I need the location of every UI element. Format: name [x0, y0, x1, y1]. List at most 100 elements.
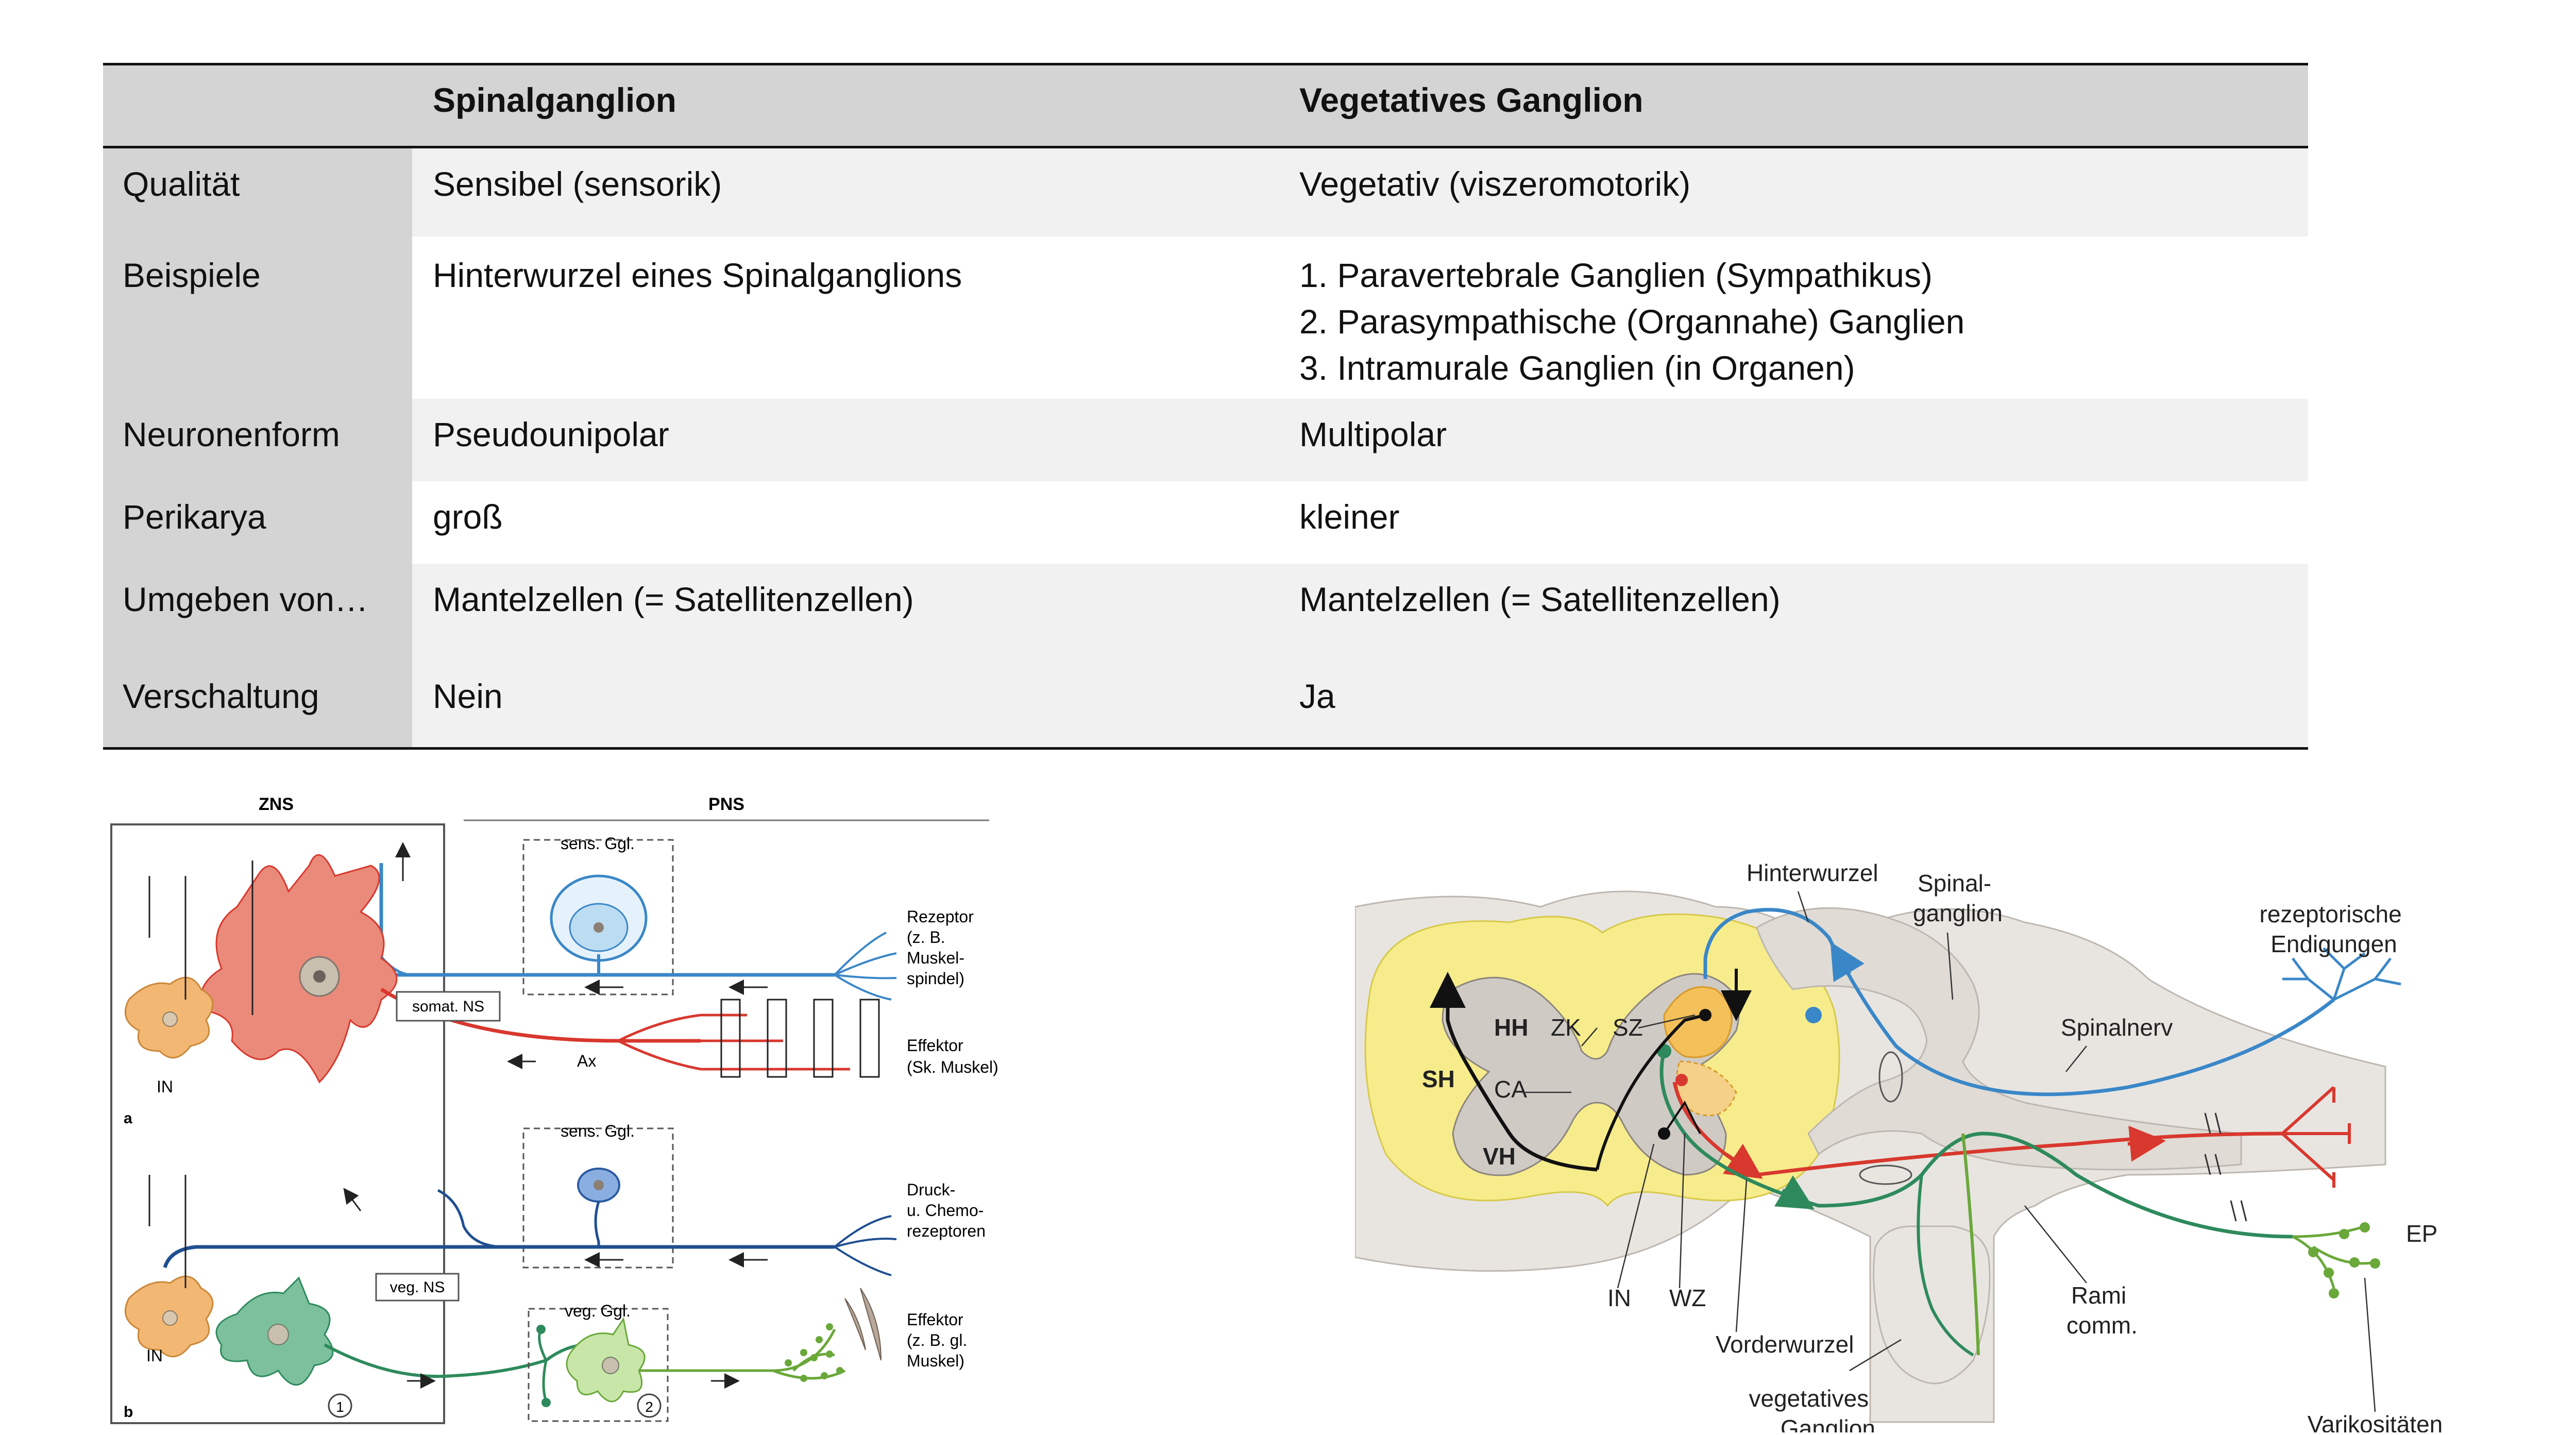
ca-label: CA — [1494, 1076, 1527, 1103]
cell-spinal: Sensibel (sensorik) — [412, 148, 1279, 237]
varikositaeten-label: Varikositäten — [2308, 1411, 2443, 1432]
header-vegetatives-ganglion: Vegetatives Ganglion — [1279, 65, 2308, 146]
somat-ns-box — [396, 991, 501, 1022]
sensory-soma — [1805, 1007, 1822, 1023]
druck-label: Druck- u. Chemo- rezeptoren — [907, 1180, 988, 1240]
number-2-badge — [637, 1393, 662, 1418]
sens-ggl-label-a: sens. Ggl. — [561, 834, 635, 853]
receptor-endings — [2282, 947, 2401, 1001]
panel-a-label: a — [124, 1110, 132, 1127]
sensory-pathway — [1703, 908, 2335, 1096]
wz-label: WZ — [1669, 1285, 1706, 1311]
rami-communicantes-ring — [1859, 1164, 1912, 1185]
in-label-a: IN — [157, 1077, 173, 1096]
header-empty — [103, 65, 412, 146]
number-1: 1 — [336, 1399, 344, 1415]
sz-label: SZ — [1613, 1014, 1643, 1041]
smooth-muscle-cells — [844, 1288, 882, 1361]
vh-label: VH — [1483, 1143, 1516, 1170]
vegetative-pathway — [1659, 1051, 2293, 1239]
cell-spinal: groß — [412, 481, 1279, 564]
zns-label: ZNS — [259, 795, 294, 814]
motor-arrow — [1722, 1143, 1763, 1179]
vegetative-arrow — [1774, 1175, 1815, 1210]
row-label: Perikarya — [103, 481, 412, 564]
nucleus — [594, 922, 604, 933]
row-label: Qualität — [103, 148, 412, 237]
motor-neuron-soma — [199, 854, 398, 1084]
figure-somatic-vegetative: ZNS PNS sens. Ggl. Rezeptor (z. B. Muske… — [103, 773, 1025, 1427]
cell-spinal: Pseudounipolar — [412, 399, 1279, 481]
nucleus — [594, 1180, 604, 1190]
stem-axon-b — [594, 1201, 600, 1247]
varicosities-left — [785, 1323, 843, 1382]
motor-arrow — [2127, 1125, 2166, 1162]
table-row: Verschaltung Nein Ja — [103, 646, 2308, 747]
postganglionic-axon — [639, 1328, 846, 1380]
table-row: Beispiele Hinterwurzel eines Spinalgangl… — [103, 237, 2308, 399]
spinal-ganglion-root — [1756, 907, 2242, 1171]
nucleus — [602, 1357, 619, 1374]
spinal-cord-cross-section: Hinterwurzel Spinal- ganglion rezeptoris… — [1354, 859, 2443, 1435]
interneuron-path — [1596, 1014, 1706, 1170]
hinterwurzel-label: Hinterwurzel — [1747, 859, 1878, 886]
varicosities — [2308, 1222, 2380, 1298]
pns-label: PNS — [708, 795, 744, 814]
header-spinalganglion: Spinalganglion — [412, 65, 1279, 146]
leader-lines — [1525, 891, 2376, 1412]
sens-ggl-box-b — [522, 1127, 674, 1269]
zns-frame — [110, 823, 445, 1424]
synapse-bouton — [536, 1325, 546, 1334]
nucleolus — [313, 970, 326, 983]
in-label-b: IN — [146, 1346, 163, 1365]
visceral-afferent-fibre — [163, 1245, 835, 1269]
varicosity-fibres — [2292, 1225, 2376, 1289]
visceral-afferent-collateral — [437, 1189, 505, 1248]
table-row: Perikarya groß kleiner — [103, 481, 2308, 564]
nervous-system-schematic: ZNS PNS sens. Ggl. Rezeptor (z. B. Muske… — [110, 795, 998, 1424]
list-item: 1. Paravertebrale Ganglien (Sympathikus) — [1299, 256, 1933, 294]
figure-spinal-cord: Hinterwurzel Spinal- ganglion rezeptoris… — [1354, 845, 2488, 1435]
descending-inputs-b — [148, 1175, 187, 1288]
nucleus — [162, 1011, 178, 1027]
preganglionic-branches — [538, 1328, 548, 1402]
panel-b-label: b — [124, 1404, 133, 1421]
cell-vegetativ: kleiner — [1279, 481, 2308, 564]
cell-vegetativ: Ja — [1279, 646, 2308, 747]
sh-label: SH — [1422, 1066, 1455, 1092]
postganglionic-branch — [1961, 1133, 1980, 1356]
ep-label: EP — [2406, 1220, 2437, 1247]
nucleus — [267, 1324, 289, 1345]
nerve-break-marks — [2204, 1112, 2247, 1222]
dorsal-soma — [1699, 1009, 1711, 1021]
cell-spinal: Mantelzellen (= Satellitenzellen) — [412, 564, 1279, 646]
sens-ggl-box-a — [522, 839, 674, 995]
skeletal-muscle-fibres — [720, 999, 880, 1078]
rezeptorische-endigungen-label: rezeptorische Endigungen — [2260, 901, 2409, 957]
substantia-gelatinosa — [1663, 986, 1733, 1058]
receptor-endings-a — [834, 932, 897, 1001]
vegetatives-ganglion-label: vegetatives Ganglion — [1749, 1385, 1875, 1432]
effektor-a-label: Effektor (Sk. Muskel) — [907, 1036, 998, 1076]
list-item: 2. Parasympathische (Organnahe) Ganglien — [1299, 302, 1965, 341]
ax-label: Ax — [577, 1052, 596, 1070]
rezeptor-label: Rezeptor (z. B. Muskel- spindel) — [907, 907, 978, 988]
motor-pathway — [1672, 1082, 2283, 1177]
cell-vegetativ: Vegetativ (viszeromotorik) — [1279, 148, 2308, 237]
spinalnerv-label: Spinalnerv — [2061, 1014, 2173, 1041]
veg-ns-label: veg. NS — [390, 1279, 445, 1296]
row-label: Umgeben von… — [103, 564, 412, 646]
hh-label: HH — [1494, 1014, 1528, 1041]
cell-vegetativ: Mantelzellen (= Satellitenzellen) — [1279, 564, 2308, 646]
receptor-endings-b — [834, 1215, 897, 1276]
somat-ns-label: somat. NS — [412, 998, 484, 1015]
synapse-fork — [1663, 1101, 1701, 1135]
number-2: 2 — [645, 1399, 653, 1415]
veg-ns-box — [375, 1273, 460, 1302]
table-row: Qualität Sensibel (sensorik) Vegetativ (… — [103, 148, 2308, 237]
rami-comm-label: Rami comm. — [2066, 1282, 2138, 1339]
cell-spinal: Hinterwurzel eines Spinalganglions — [412, 237, 1279, 399]
row-label: Beispiele — [103, 237, 412, 399]
motor-branches — [617, 1014, 850, 1071]
sensory-arrow — [1830, 941, 1865, 983]
